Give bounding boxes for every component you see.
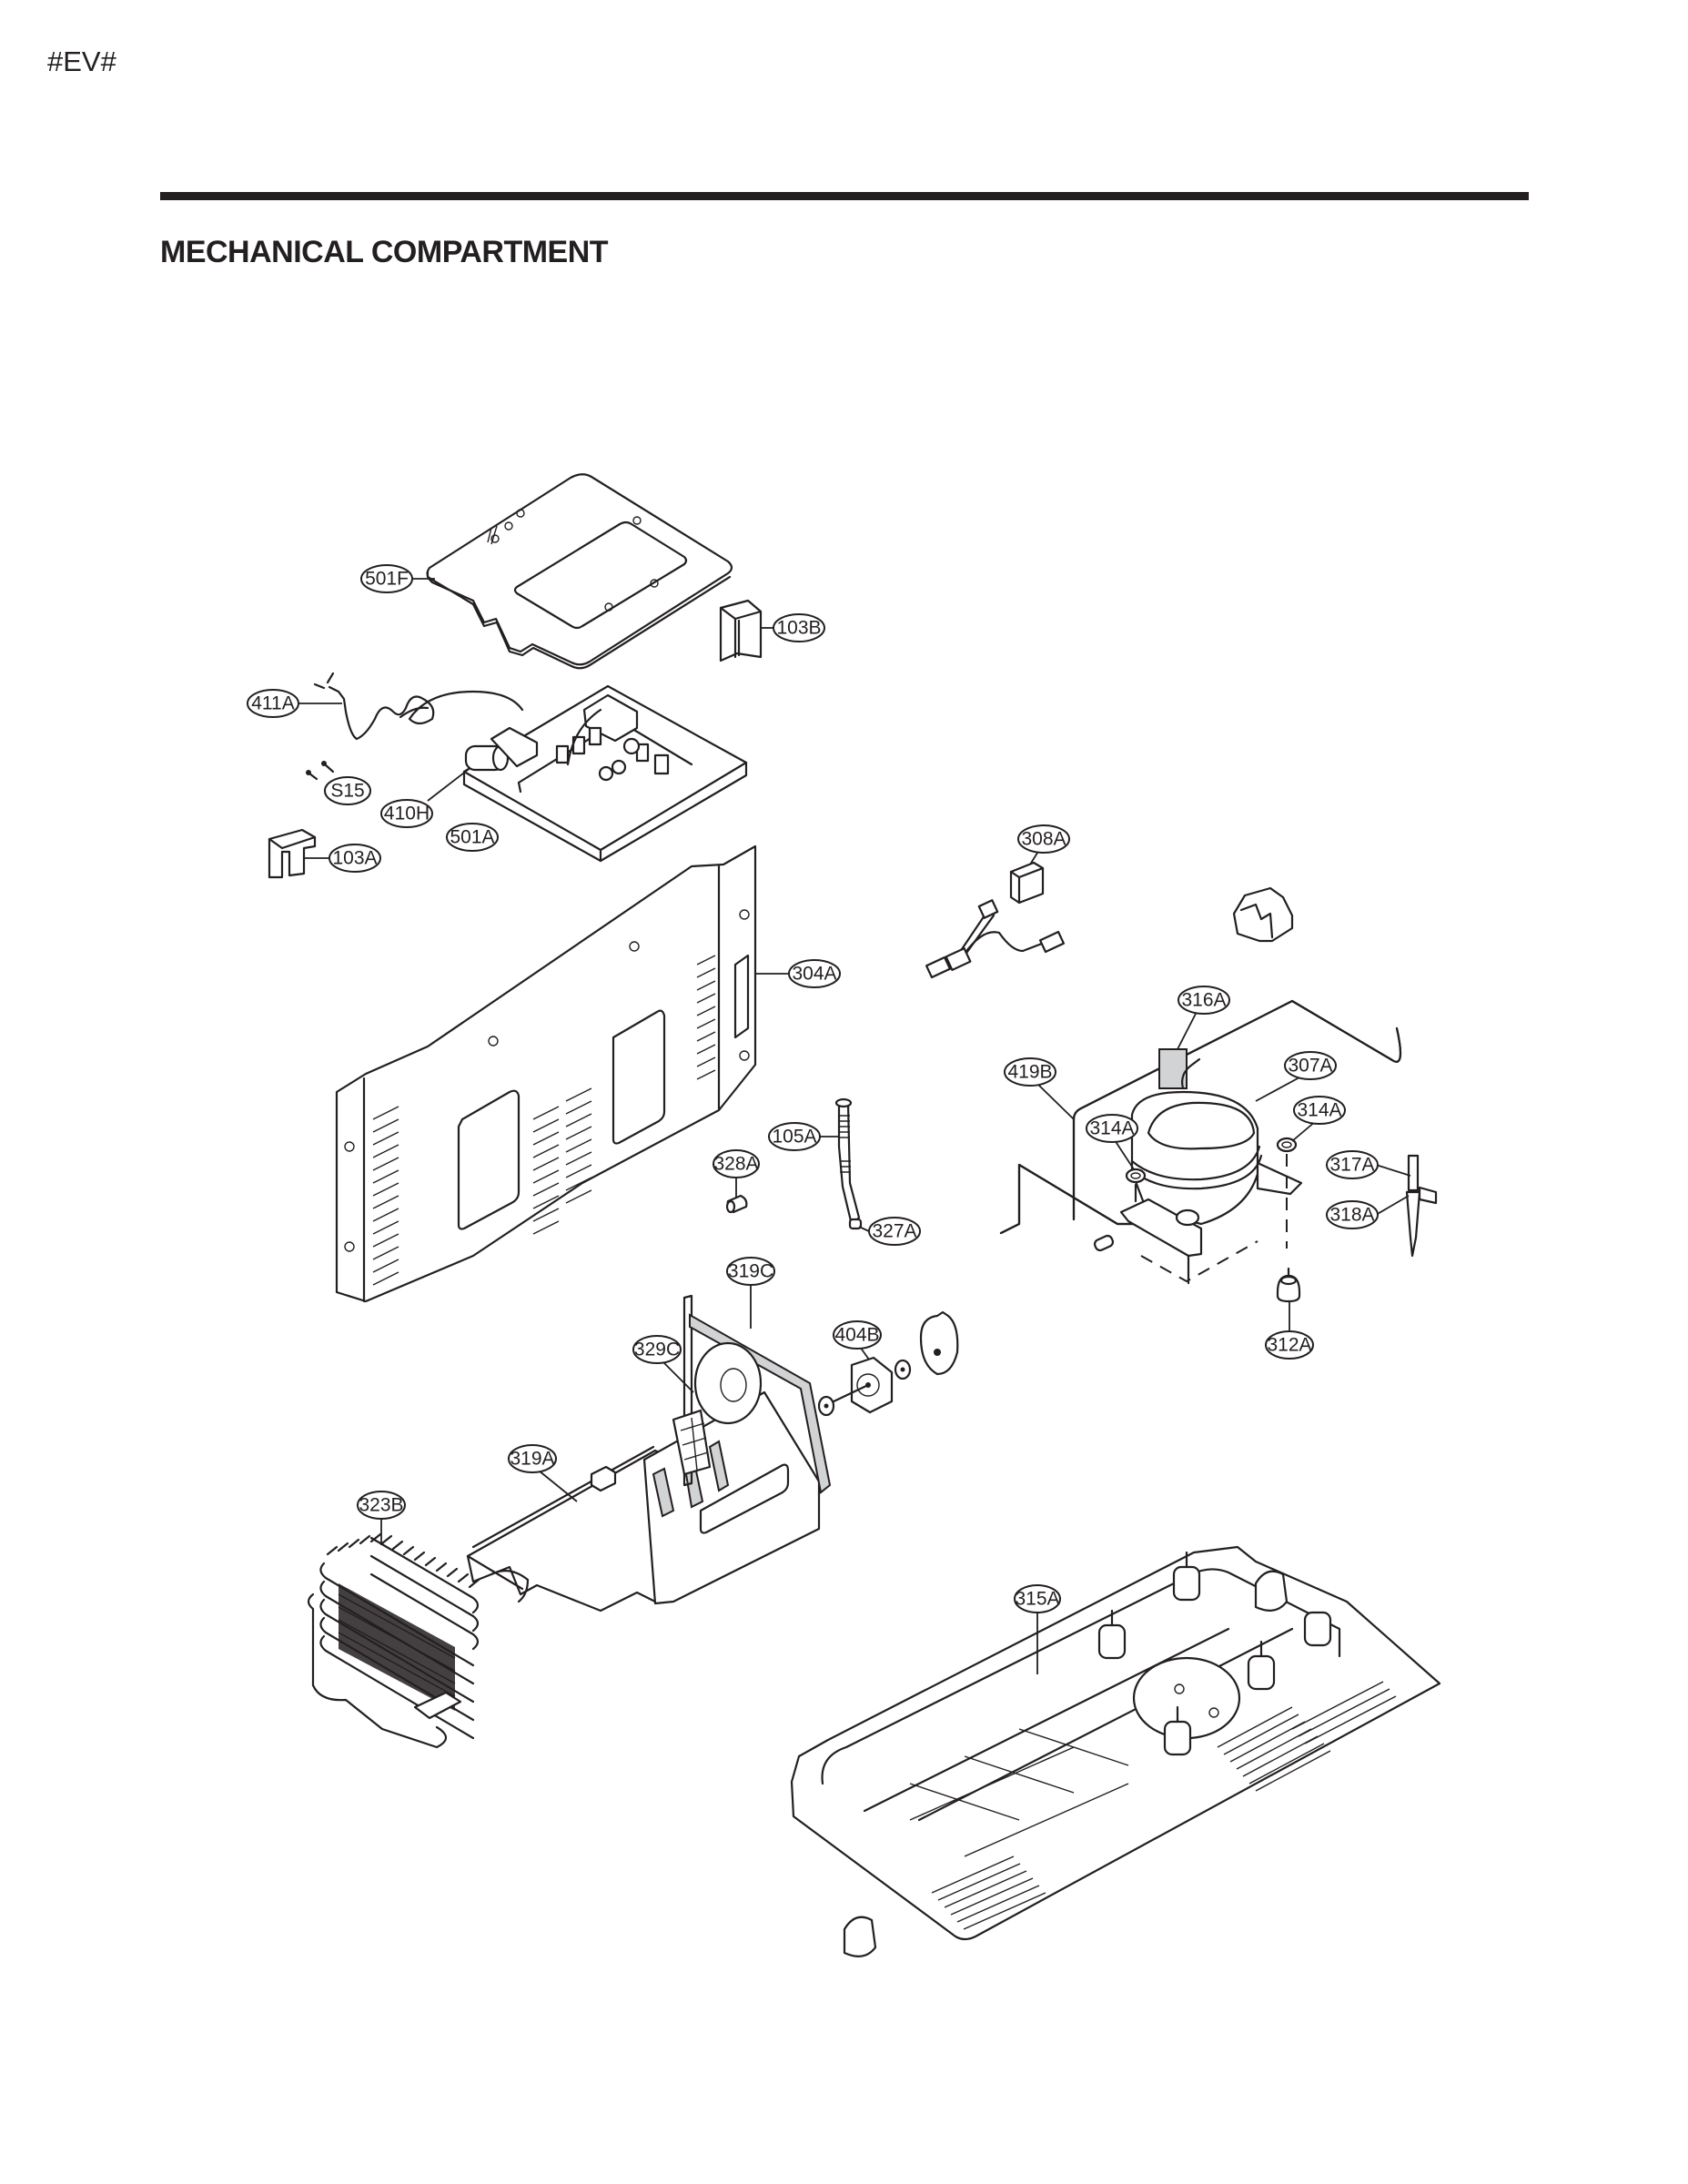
svg-text:327A: 327A xyxy=(872,1221,916,1242)
base-plate-part xyxy=(790,1545,1441,1957)
base-vent-slots xyxy=(931,1681,1397,1930)
svg-text:410H: 410H xyxy=(384,804,430,824)
header-rule xyxy=(160,192,1529,200)
svg-text:501F: 501F xyxy=(365,569,409,590)
grommet-part xyxy=(1276,1267,1301,1303)
compressor-part xyxy=(1119,1057,1303,1285)
callout-419B[interactable]: 419B xyxy=(1004,1057,1056,1087)
svg-text:329C: 329C xyxy=(634,1340,680,1360)
svg-text:319C: 319C xyxy=(728,1261,773,1282)
capacitor-part xyxy=(464,726,539,772)
svg-text:103B: 103B xyxy=(776,618,821,639)
wire-harness-part xyxy=(925,899,1066,979)
washer-left-part xyxy=(1125,1168,1147,1203)
svg-text:308A: 308A xyxy=(1021,829,1066,850)
svg-text:318A: 318A xyxy=(1329,1205,1374,1226)
callout-316A[interactable]: 316A xyxy=(1178,986,1230,1015)
screws-part xyxy=(306,761,335,781)
svg-text:105A: 105A xyxy=(772,1127,816,1148)
washer-right-part xyxy=(1276,1137,1298,1249)
callout-319C[interactable]: 319C xyxy=(726,1257,775,1286)
svg-text:316A: 316A xyxy=(1181,990,1226,1011)
fan-motor-part xyxy=(817,1310,959,1417)
callout-318A[interactable]: 318A xyxy=(1326,1200,1379,1229)
svg-text:411A: 411A xyxy=(251,693,295,714)
fan-blade-part xyxy=(672,1341,763,1476)
callout-404B[interactable]: 404B xyxy=(833,1320,882,1350)
svg-text:315A: 315A xyxy=(1015,1589,1059,1610)
grommet-mount-part xyxy=(1175,1208,1200,1227)
callout-329C[interactable]: 329C xyxy=(632,1335,682,1364)
callout-103A[interactable]: 103A xyxy=(329,844,381,873)
svg-text:419B: 419B xyxy=(1007,1062,1052,1083)
callout-314A-right[interactable]: 314A xyxy=(1293,1096,1346,1125)
callout-319A[interactable]: 319A xyxy=(508,1444,557,1473)
callout-411A[interactable]: 411A xyxy=(247,689,299,718)
air-duct-housing-part xyxy=(466,1390,821,1613)
leader-lines xyxy=(298,578,1411,1674)
callout-410H[interactable]: 410H xyxy=(380,799,433,828)
callout-315A[interactable]: 315A xyxy=(1014,1584,1061,1613)
callout-103B[interactable]: 103B xyxy=(773,613,825,642)
bushing-part xyxy=(725,1194,748,1214)
svg-text:314A: 314A xyxy=(1089,1118,1134,1139)
pcb-cover-part xyxy=(426,473,733,670)
svg-text:312A: 312A xyxy=(1267,1335,1311,1356)
svg-text:304A: 304A xyxy=(792,964,836,985)
callout-314A-left[interactable]: 314A xyxy=(1086,1114,1138,1143)
condenser-part xyxy=(307,1532,480,1749)
callout-328A[interactable]: 328A xyxy=(713,1149,760,1178)
main-pcb-assembly-part xyxy=(462,684,748,863)
drain-hose-part xyxy=(834,1097,861,1227)
callout-501A[interactable]: 501A xyxy=(446,823,499,852)
sensor-part xyxy=(1405,1154,1438,1258)
section-title: MECHANICAL COMPARTMENT xyxy=(160,235,609,269)
svg-text:323B: 323B xyxy=(359,1495,403,1516)
hose-clamp-part xyxy=(848,1218,863,1230)
callout-323B[interactable]: 323B xyxy=(357,1491,406,1520)
svg-text:319A: 319A xyxy=(510,1449,554,1470)
clip-bracket-part xyxy=(1232,886,1294,943)
callout-501F[interactable]: 501F xyxy=(360,564,413,593)
callout-105A[interactable]: 105A xyxy=(768,1122,821,1151)
svg-text:314A: 314A xyxy=(1297,1100,1341,1121)
rear-cover-panel-part xyxy=(335,844,757,1303)
relay-block-part xyxy=(1009,861,1045,905)
callout-308A[interactable]: 308A xyxy=(1017,824,1070,854)
callout-304A[interactable]: 304A xyxy=(788,959,841,988)
svg-text:307A: 307A xyxy=(1288,1056,1332,1077)
svg-text:103A: 103A xyxy=(332,848,377,869)
callout-317A[interactable]: 317A xyxy=(1326,1150,1379,1179)
vent-slots xyxy=(372,955,716,1286)
roller-wheels xyxy=(843,1570,1289,1957)
svg-text:S15: S15 xyxy=(330,781,364,802)
page-code: #EV# xyxy=(47,46,116,77)
svg-text:501A: 501A xyxy=(450,827,494,848)
condenser-fins xyxy=(326,1532,480,1589)
callout-S15[interactable]: S15 xyxy=(324,776,371,805)
corner-bracket-right-part xyxy=(719,599,763,662)
svg-text:404B: 404B xyxy=(834,1325,879,1346)
leveling-feet xyxy=(1097,1551,1332,1756)
callout-312A[interactable]: 312A xyxy=(1265,1330,1314,1360)
power-cord-part xyxy=(313,672,524,741)
corner-bracket-left-part xyxy=(268,828,317,879)
callout-327A[interactable]: 327A xyxy=(868,1217,921,1246)
callout-307A[interactable]: 307A xyxy=(1284,1051,1337,1080)
svg-text:328A: 328A xyxy=(713,1154,758,1175)
svg-text:317A: 317A xyxy=(1329,1155,1374,1176)
